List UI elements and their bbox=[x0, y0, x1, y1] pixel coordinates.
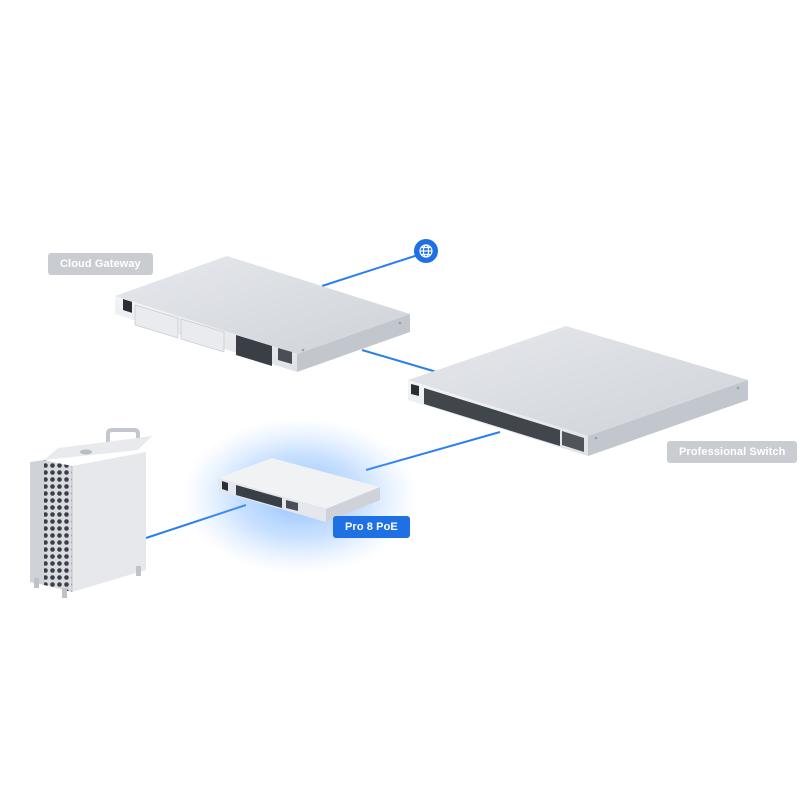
cloud-gateway-device bbox=[115, 256, 410, 372]
link-gateway-internet bbox=[321, 254, 419, 287]
cloud-gateway-label: Cloud Gateway bbox=[48, 253, 153, 275]
workstation-device bbox=[30, 428, 152, 598]
link-gateway-switch bbox=[361, 349, 441, 374]
professional-switch-device bbox=[408, 326, 748, 456]
internet-node bbox=[414, 239, 438, 263]
professional-switch-label: Professional Switch bbox=[667, 441, 798, 463]
pro8poe-device bbox=[182, 418, 418, 574]
tower-computer-icon bbox=[30, 428, 152, 598]
globe-icon bbox=[419, 244, 433, 258]
pro8poe-label: Pro 8 PoE bbox=[333, 516, 410, 538]
